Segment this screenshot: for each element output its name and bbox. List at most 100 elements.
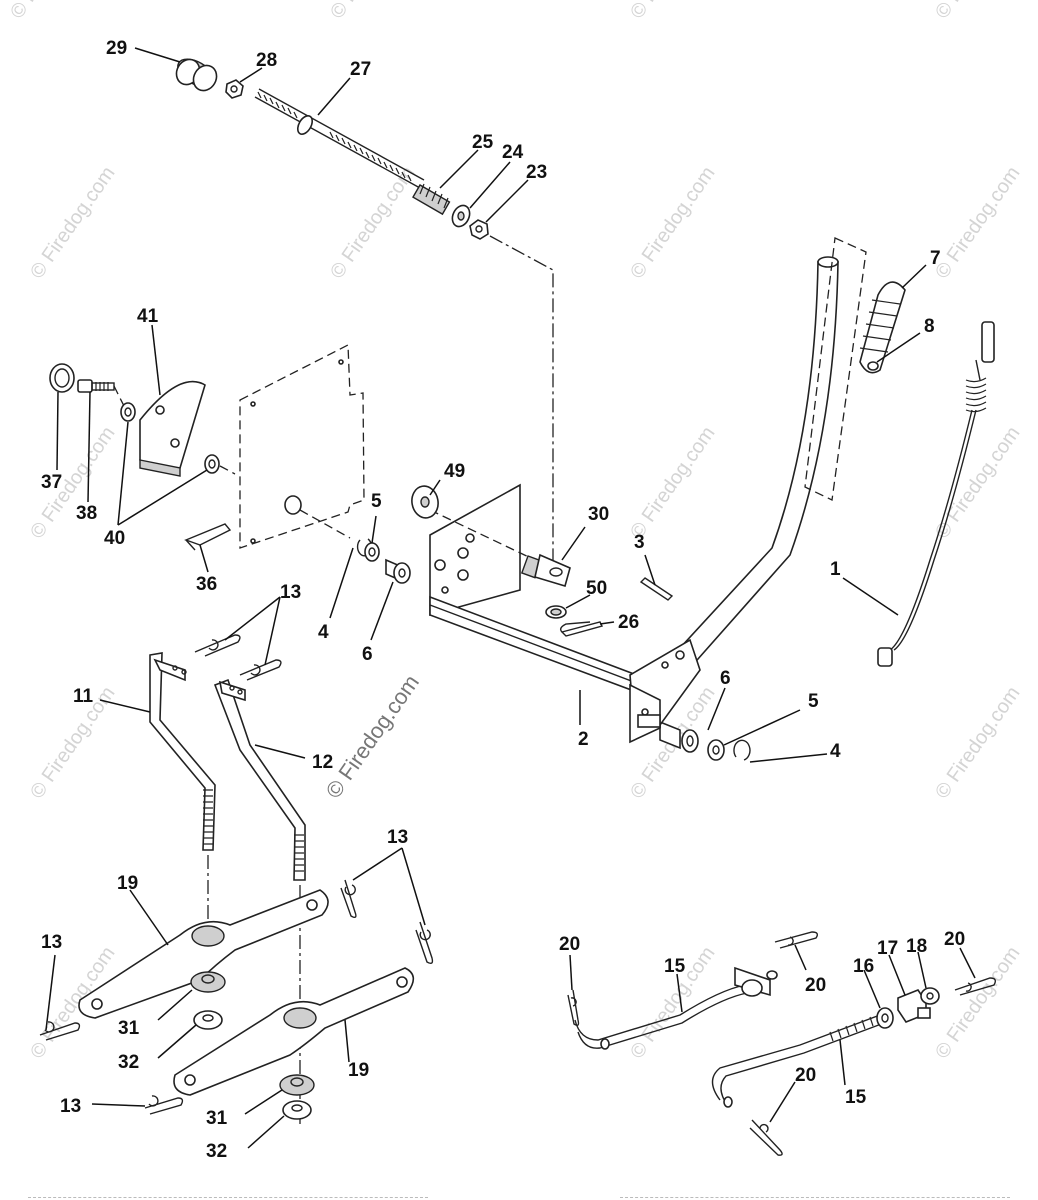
watermark: © Firedog.com [326,0,419,23]
callout-13-bottom: 13 [60,1096,81,1117]
nut-28 [225,79,244,99]
footer-rule-left [28,1197,428,1198]
hairpin-13-top-a [194,634,241,657]
callout-8: 8 [924,316,935,337]
callout-28: 28 [256,50,277,71]
lift-lever [629,256,839,744]
callout-20-a: 20 [559,934,580,955]
snap-ring-4-right [733,739,751,761]
bracket-41 [139,380,206,477]
hairpin-20-b [774,931,819,949]
bushing-6-right [659,720,699,753]
callout-27: 27 [350,59,371,80]
nut-18 [920,987,940,1005]
callout-29: 29 [106,38,127,59]
callout-38: 38 [76,503,97,524]
spring-25 [412,183,451,216]
hairpin-20-a [567,989,580,1027]
callout-24: 24 [502,142,524,163]
callout-13-left: 13 [41,932,62,953]
callout-2: 2 [578,729,589,750]
axis-line-49 [429,509,536,561]
adjusting-rod-assembly [175,58,554,560]
lift-arm-19-upper [78,889,329,1019]
watermark: © Firedog.com [931,0,1024,23]
pin-26 [559,621,604,637]
washer-50 [545,605,567,619]
callout-30: 30 [588,504,609,525]
watermark: © Firedog.com [931,163,1024,283]
callout-labels: 29 28 27 25 24 23 41 37 38 40 36 4 5 6 4… [41,38,965,1162]
callout-17: 17 [877,938,898,959]
callout-12: 12 [312,752,333,773]
hairpin-20-c [954,977,997,996]
watermark-center: © Firedog.com [321,670,424,803]
callout-19-lower: 19 [348,1060,369,1081]
callout-25: 25 [472,132,494,153]
grip-outline [804,237,867,501]
callout-15-lower: 15 [845,1087,867,1108]
callout-23: 23 [526,162,547,183]
grip-7 [859,281,906,374]
callout-6-left: 6 [362,644,373,665]
callout-13-top: 13 [280,582,301,603]
callout-19-upper: 19 [117,873,138,894]
hairpin-13-top-b [239,659,282,681]
watermark: © Firedog.com [931,683,1024,803]
callout-20-d: 20 [795,1065,816,1086]
callout-15-upper: 15 [664,956,686,977]
washer-5-right [707,739,725,761]
callout-4-left: 4 [318,622,329,643]
washer-40b [204,454,236,475]
page-footer [0,1194,1038,1200]
rod-27 [254,88,425,189]
hairpin-13-left [39,1021,81,1041]
nut-32-lower [282,1100,312,1120]
washer-49 [411,485,439,519]
nut-32-upper [193,1010,223,1030]
callout-49: 49 [444,461,465,482]
callout-3: 3 [634,532,645,553]
bushing-6-left [385,558,411,584]
callout-32-lower: 32 [206,1141,227,1162]
callout-4-right: 4 [830,741,841,762]
callout-40: 40 [104,528,125,549]
callout-31-lower: 31 [206,1108,228,1129]
washer-5-left [364,542,380,562]
lift-link-11 [149,652,216,851]
ball-8 [867,361,879,371]
lift-link-12 [213,678,306,881]
watermark: © Firedog.com [6,0,99,23]
callout-18: 18 [906,936,927,957]
hairpin-20-d [749,1119,783,1156]
callout-13-mid: 13 [387,827,408,848]
cotter-pin-3 [639,577,674,601]
leader-lines [45,47,976,1149]
watermark: © Firedog.com [626,423,719,543]
callout-1: 1 [830,559,841,580]
bushing-on-plate [284,495,351,539]
cap-37 [49,363,75,393]
shaft-2 [429,595,651,699]
callout-32-upper: 32 [118,1052,139,1073]
footer-rule-right [620,1197,1010,1198]
bracket-plate [429,483,521,617]
callout-31-upper: 31 [118,1018,140,1039]
lift-arm-19-lower [173,967,415,1096]
watermark: © Firedog.com [931,943,1024,1063]
bolt-38 [77,379,126,409]
watermark: © Firedog.com [626,163,719,283]
callout-16: 16 [853,956,874,977]
callout-50: 50 [586,578,607,599]
callout-7: 7 [930,248,941,269]
nut-16 [876,1007,894,1029]
clip-36 [184,523,232,551]
knob-29 [175,58,218,92]
pivot-30 [520,553,571,588]
callout-26: 26 [618,612,639,633]
rod-15-lower [711,1014,885,1108]
callout-41: 41 [137,306,159,327]
callout-36: 36 [196,574,217,595]
nut-23 [469,219,489,240]
